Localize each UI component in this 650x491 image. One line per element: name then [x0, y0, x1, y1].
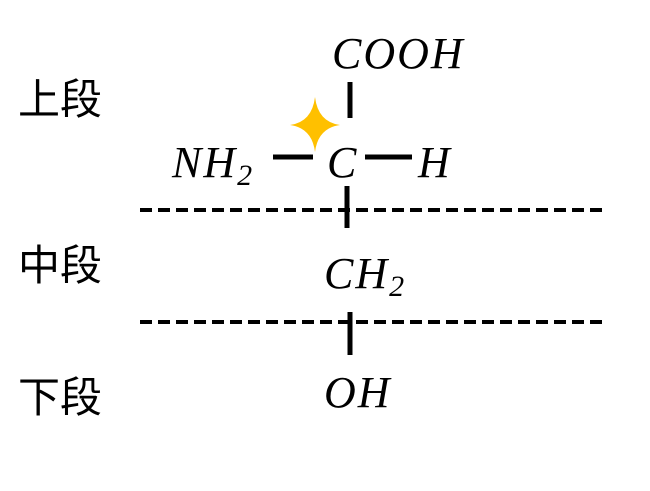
four-point-star-icon [290, 97, 340, 152]
section-label-lower: 下段 [18, 373, 102, 422]
middle-group-ch2: CH2 [324, 249, 406, 303]
right-group-h: H [417, 138, 452, 187]
section-label-upper: 上段 [18, 75, 102, 124]
bottom-group-oh: OH [324, 368, 392, 417]
top-group-cooh: COOH [332, 29, 465, 78]
section-label-middle: 中段 [18, 241, 102, 290]
left-group-nh2: NH2 [171, 138, 254, 192]
center-carbon: C [327, 138, 358, 187]
